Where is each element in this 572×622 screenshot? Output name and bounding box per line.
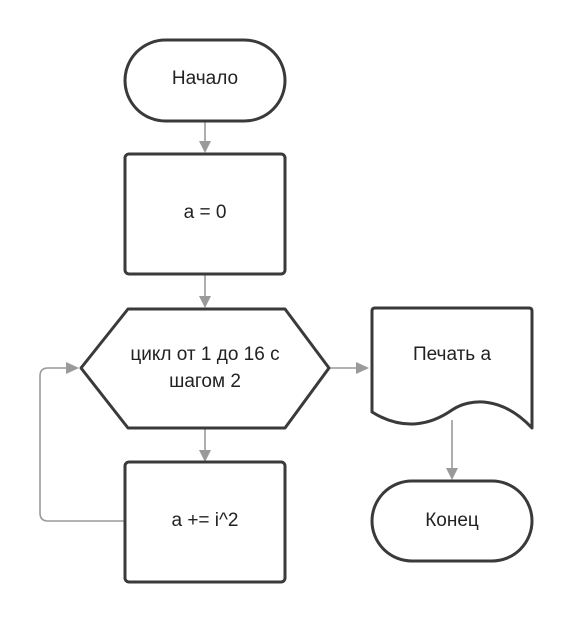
connector-print-to-end <box>446 420 458 480</box>
print-label: Печать a <box>413 344 492 365</box>
connector-start-to-init <box>199 121 211 153</box>
end-label: Конец <box>425 510 479 531</box>
connector-body-back-to-loop <box>39 362 125 522</box>
loop-label-line2: шагом 2 <box>169 371 241 392</box>
connector-loop-to-print <box>329 362 369 374</box>
loop-label-line1: цикл от 1 до 16 с <box>130 344 279 365</box>
init-process-box: a = 0 <box>123 152 287 276</box>
connector-init-to-loop <box>199 274 211 308</box>
start-terminal: Начало <box>123 38 287 123</box>
init-label: a = 0 <box>184 202 227 223</box>
end-terminal: Конец <box>370 479 534 563</box>
loop-hexagon: цикл от 1 до 16 с шагом 2 <box>79 307 331 430</box>
connector-loop-to-body <box>199 428 211 462</box>
print-document: Печать a <box>370 306 534 430</box>
body-process-box: a += i^2 <box>123 460 287 584</box>
start-label: Начало <box>172 68 238 89</box>
body-label: a += i^2 <box>171 510 238 531</box>
